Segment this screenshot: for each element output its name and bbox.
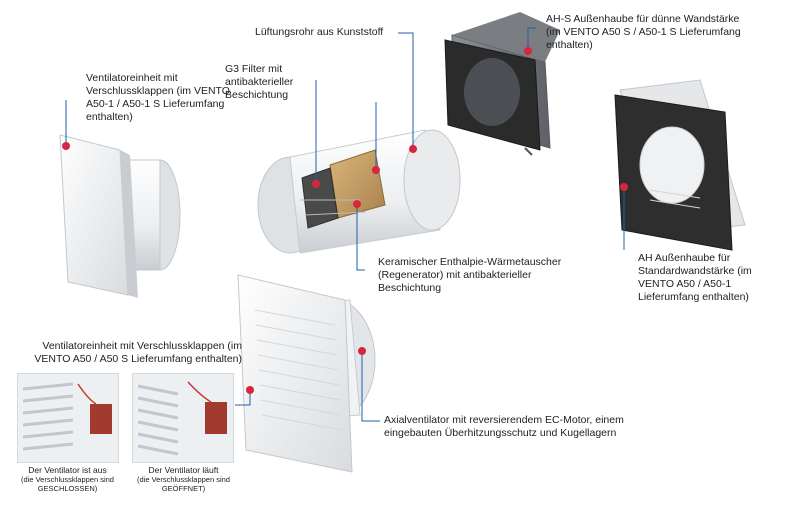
fan-unit-top bbox=[59, 134, 181, 298]
label-fan-unit-bottom: Ventilatoreinheit mit Verschlussklappen … bbox=[34, 340, 242, 365]
label-axial-fan: Axialventilator mit reversierendem EC-Mo… bbox=[384, 414, 624, 439]
fan-unit-bottom bbox=[237, 274, 376, 473]
label-regenerator: Keramischer Enthalpie-Wärmetauscher (Reg… bbox=[378, 256, 562, 294]
marker-fan-unit-bottom bbox=[246, 386, 254, 394]
label-hood-ah-s: AH-S Außenhaube für dünne Wandstärke (im… bbox=[546, 13, 741, 51]
caption-fan-on-detail: (die Verschlussklappen sind GEÖFFNET) bbox=[137, 475, 230, 493]
label-hood-ah: AH Außenhaube für Standardwandstärke (im… bbox=[638, 252, 752, 303]
thumbnail-fan-on bbox=[132, 373, 234, 463]
caption-fan-off-detail: (die Verschlussklappen sind GESCHLOSSEN) bbox=[21, 475, 114, 493]
marker-regenerator bbox=[353, 200, 361, 208]
leader-lines bbox=[65, 27, 625, 422]
marker-regenerator-top bbox=[372, 166, 380, 174]
marker-hood-ah bbox=[620, 183, 628, 191]
marker-filter bbox=[312, 180, 320, 188]
label-fan-unit-top: Ventilatoreinheit mit Verschlussklappen … bbox=[86, 72, 230, 123]
fan-on-illustration bbox=[133, 374, 233, 462]
caption-fan-off: Der Ventilator ist aus (die Verschlusskl… bbox=[10, 465, 125, 494]
leader-pipe bbox=[398, 32, 414, 148]
leader-regenerator bbox=[356, 205, 365, 271]
marker-pipe bbox=[409, 145, 417, 153]
label-pipe: Lüftungsrohr aus Kunststoff bbox=[255, 26, 384, 38]
fan-off-illustration bbox=[18, 374, 118, 462]
caption-fan-on-title: Der Ventilator läuft bbox=[148, 465, 219, 475]
marker-axial-fan bbox=[358, 347, 366, 355]
hood-ah bbox=[614, 79, 746, 251]
leader-fan-unit-bottom bbox=[235, 390, 251, 406]
leader-hood-ah-s bbox=[527, 27, 536, 50]
marker-hood-ah-s bbox=[524, 47, 532, 55]
label-filter: G3 Filter mit antibakterieller Beschicht… bbox=[225, 63, 294, 101]
thumbnail-fan-off bbox=[17, 373, 119, 463]
g3-filter bbox=[301, 167, 339, 229]
leader-axial-fan bbox=[361, 352, 380, 422]
hood-ah-s bbox=[444, 12, 560, 156]
caption-fan-off-title: Der Ventilator ist aus bbox=[28, 465, 107, 475]
markers bbox=[62, 47, 628, 394]
caption-fan-on: Der Ventilator läuft (die Verschlussklap… bbox=[126, 465, 241, 494]
pipe-assembly bbox=[257, 129, 461, 254]
marker-fan-unit-top bbox=[62, 142, 70, 150]
